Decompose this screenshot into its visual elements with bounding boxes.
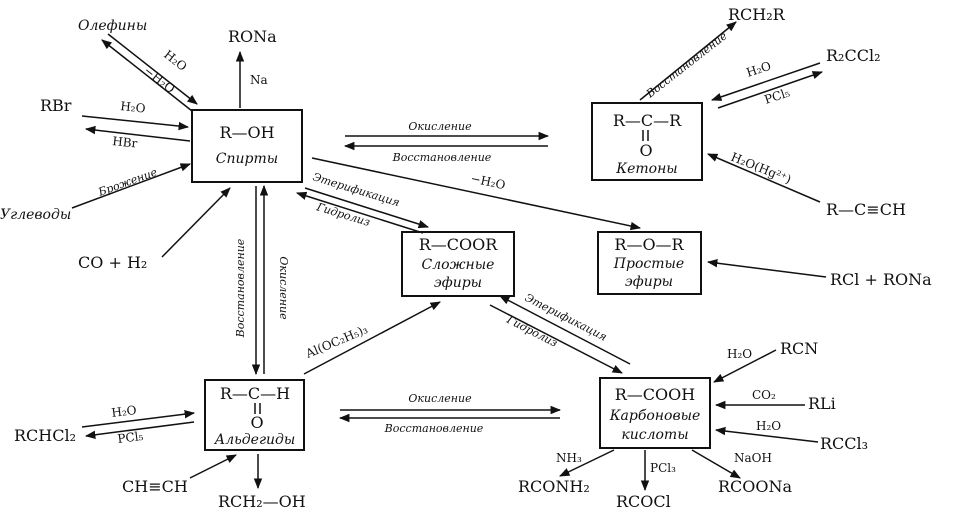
ketones-box: R—C—R O Кетоны (591, 102, 703, 181)
alcohols-esters-arrows (295, 187, 430, 234)
rli-label: RLi (808, 394, 836, 413)
h2o-olefins-label: H₂O (161, 47, 190, 74)
alcohols-formula: R—OH (219, 123, 274, 142)
alcohols-ketones-arrows (343, 131, 550, 151)
pcl5-ketone-label: PCl₅ (763, 85, 792, 106)
acids-name-line1: Карбоновые (609, 408, 701, 424)
naoh-label: NaOH (734, 451, 772, 465)
ethers-name-line2: эфиры (625, 274, 673, 290)
alcohols-aldehydes-arrows (251, 184, 269, 376)
hydrolysis-alc-label: Гидролиз (314, 200, 371, 229)
ethers-name-line1: Простые (613, 256, 684, 272)
r2ccl2-label: R₂CCl₂ (826, 46, 880, 65)
reduction-ketone-label: Восстановление (643, 29, 730, 101)
acids-salt-arrow (691, 449, 741, 479)
carbohydrates-label: Углеводы (0, 207, 71, 223)
acetylene-aldehydes-arrow (189, 454, 237, 479)
minus-h2o-ethers-label: −H₂O (469, 171, 506, 192)
rcn-label: RCN (780, 339, 818, 358)
williamson-ethers-arrow (706, 259, 827, 278)
olefins-label: Олефины (78, 18, 147, 34)
alkyne-ketones-arrow (707, 153, 821, 203)
rchcl2-aldehydes-arrows (81, 410, 196, 439)
esters-box: R—COOR Сложные эфиры (401, 231, 515, 297)
rccl3-label: RCCl₃ (820, 434, 868, 453)
rch2oh-label: RCH₂—OH (218, 492, 306, 511)
h2o-rbr-label: H₂O (120, 99, 147, 116)
rona-top-label: RONa (228, 27, 277, 46)
ketones-oxygen: O (639, 141, 652, 160)
carbohydrates-alcohols-arrow (71, 163, 191, 209)
acids-amide-arrow (559, 449, 615, 477)
minus-h2o-olefins-label: −H₂O (141, 63, 177, 96)
rcocl-label: RCOCl (616, 492, 671, 511)
h2o-rccl3-label: H₂O (756, 419, 781, 433)
h2o-hg-label: H₂O(Hg²⁺) (729, 150, 793, 187)
reduction-ald-alc-label: Восстановление (234, 238, 247, 338)
fermentation-label: Брожение (96, 165, 160, 199)
esters-formula: R—COOR (419, 235, 499, 254)
oxidation-alc-ket-label: Окисление (408, 120, 472, 133)
rbr-alcohols-arrows (81, 115, 191, 142)
reduction-alc-ket-label: Восстановление (392, 151, 492, 164)
alcohols-ethers-arrow (311, 157, 642, 231)
pcl3-label: PCl₃ (650, 461, 676, 475)
rcn-acids-arrow (713, 349, 777, 383)
rccl3-acids-arrow (714, 426, 819, 443)
ketones-rch2r-arrow (639, 21, 737, 101)
h2o-ketone-label: H₂O (745, 59, 773, 80)
al-oc2h5-label: Al(OC₂H₅)₃ (303, 322, 370, 361)
acids-formula: R—COOH (615, 385, 696, 404)
reduction-ald-acid-label: Восстановление (384, 422, 484, 435)
co2-label: CO₂ (752, 388, 776, 402)
rccch-label: R—C≡CH (826, 200, 906, 219)
aldehydes-acids-arrows (338, 405, 562, 423)
rbr-label: RBr (40, 96, 72, 115)
ketones-name: Кетоны (615, 161, 677, 177)
oxidation-ald-acid-label: Окисление (408, 392, 472, 405)
esters-name-line1: Сложные (422, 257, 495, 273)
ethers-box: R—O—R Простые эфиры (597, 231, 702, 295)
acids-box: R—COOH Карбоновые кислоты (599, 377, 711, 449)
rconh2-label: RCONH₂ (518, 477, 590, 496)
na-label: Na (250, 73, 268, 87)
olefins-alcohols-arrows (101, 33, 198, 112)
esters-acids-arrows (489, 295, 631, 374)
rcoona-label: RCOONa (718, 477, 793, 496)
ethers-formula: R—O—R (614, 235, 684, 254)
aldehydes-oxygen: O (250, 413, 263, 432)
aldehydes-formula: R—C—H (220, 384, 290, 403)
aldehydes-name: Альдегиды (214, 432, 296, 448)
h2o-ald-label: H₂O (111, 403, 138, 420)
esters-name-line2: эфиры (434, 275, 482, 291)
ketones-formula: R—C—R (613, 111, 682, 130)
nh3-label: NH₃ (556, 451, 582, 465)
hcch-label: CH≡CH (122, 477, 188, 496)
hydrolysis-acid-label: Гидролиз (504, 313, 560, 350)
aldehydes-esters-arrow (303, 301, 441, 375)
co-alcohols-arrow (161, 187, 231, 258)
co-h2-label: CO + H₂ (78, 253, 147, 272)
ketones-r2ccl2-arrows (711, 62, 823, 109)
rchcl2-label: RCHCl₂ (14, 426, 76, 445)
rcl-rona-label: RCl + RONa (830, 270, 932, 289)
alcohols-box: R—OH Спирты (191, 109, 303, 183)
pcl5-ald-label: PCl₅ (117, 429, 145, 446)
aldehydes-box: R—C—H O Альдегиды (204, 379, 305, 451)
alcohols-name: Спирты (216, 151, 278, 167)
rch2r-label: RCH₂R (728, 5, 786, 24)
hbr-label: HBr (112, 134, 139, 151)
oxidation-ald-alc-label: Окисление (277, 256, 290, 320)
h2o-rcn-label: H₂O (727, 347, 752, 361)
acids-name-line2: кислоты (621, 427, 688, 443)
